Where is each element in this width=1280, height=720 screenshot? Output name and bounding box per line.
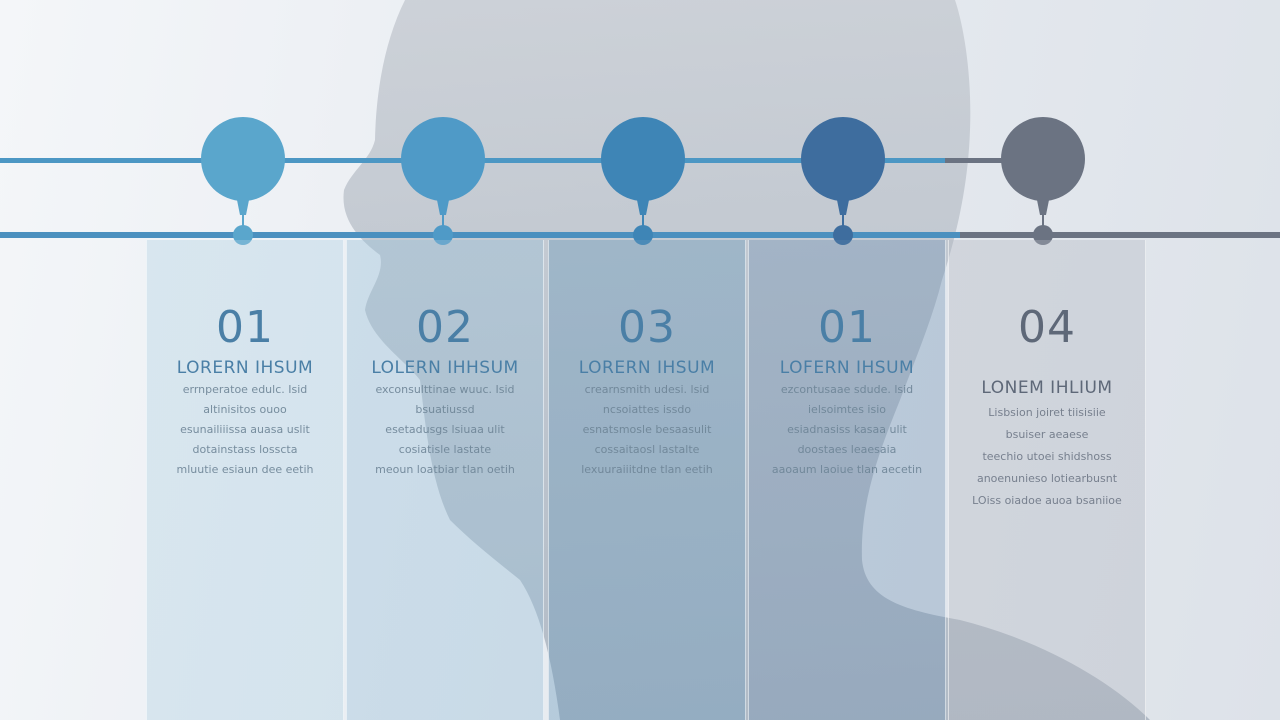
pin-circle [201,117,285,201]
description-line: ezcontusaae sdude. lsid [780,383,914,396]
step-description: ezcontusaae sdude. lsid ielsoimtes isio es… [767,380,927,480]
pin-dot [233,225,253,245]
step-number: 03 [618,302,676,353]
description-line: dotainstass losscta [192,443,298,456]
upper-timeline-line-blue [0,158,1000,163]
description-line: cosiatisle lastate [398,443,492,456]
step-title: LORERN IHSUM [578,358,716,378]
step-description: errnperatoe edulc. Isid altinisitos ouoo e… [165,380,325,480]
description-line: Lisbsion joiret tiisisiie [988,406,1106,419]
description-line: esnatsmosle besaasulit [582,423,712,436]
step-number: 02 [416,302,474,353]
step-title: LONEM IHLIUM [981,378,1113,398]
upper-timeline-line-gray [945,158,1005,163]
pin-dot [1033,225,1053,245]
description-line: lexuuraiiitdne tlan eetih [581,463,713,476]
pin-dot [833,225,853,245]
pin-dot [633,225,653,245]
pin-circle [1001,117,1085,201]
timeline-pin-1 [201,117,285,245]
timeline-pin-4 [801,117,885,245]
description-line: esunailiiissa auasa uslit [180,423,310,436]
description-line: esetadusgs lsiuaa ulit [385,423,505,436]
pin-circle [401,117,485,201]
timeline-pin-3 [601,117,685,245]
step-number: 01 [818,302,876,353]
pin-dot [433,225,453,245]
description-line: doostaes leaesaia [797,443,897,456]
step-number: 01 [216,302,274,353]
description-line: anoenunieso lotiearbusnt [976,472,1118,485]
description-line: mluutie esiaun dee eetih [176,463,314,476]
pin-circle [601,117,685,201]
lower-timeline-line-gray [960,232,1280,238]
step-title: LOFERN IHSUM [779,358,915,378]
step-number: 04 [1018,302,1076,353]
description-line: ielsoimtes isio [808,403,886,416]
description-line: esiadnasiss kasaa ulit [787,423,907,436]
description-line: crearnsmith udesi. lsid [584,383,710,396]
step-description: exconsulttinae wuuc. Isid bsuatiussd eseta… [365,380,525,480]
description-line: cossaitaosl lastalte [594,443,700,456]
description-line: bsuatiussd [415,403,475,416]
timeline-pin-5 [1001,117,1085,245]
step-description: Lisbsion joiret tiisisiie bsuiser aeaese t… [967,402,1127,512]
description-line: errnperatoe edulc. Isid [182,383,308,396]
timeline-pin-2 [401,117,485,245]
description-line: bsuiser aeaese [1005,428,1089,441]
step-title: LOLERN IHHSUM [371,358,519,378]
description-line: aaoaum laoiue tlan aecetin [771,463,923,476]
description-line: ncsoiattes issdo [602,403,692,416]
description-line: altinisitos ouoo [203,403,287,416]
description-line: exconsulttinae wuuc. Isid [375,383,515,396]
description-line: LOiss oiadoe auoa bsaniioe [972,494,1122,507]
step-description: crearnsmith udesi. lsid ncsoiattes issdo e… [567,380,727,480]
description-line: meoun loatbiar tlan oetih [375,463,515,476]
pin-circle [801,117,885,201]
lower-timeline-line-blue [0,232,960,238]
description-line: teechio utoei shidshoss [982,450,1112,463]
step-title: LORERN IHSUM [176,358,314,378]
